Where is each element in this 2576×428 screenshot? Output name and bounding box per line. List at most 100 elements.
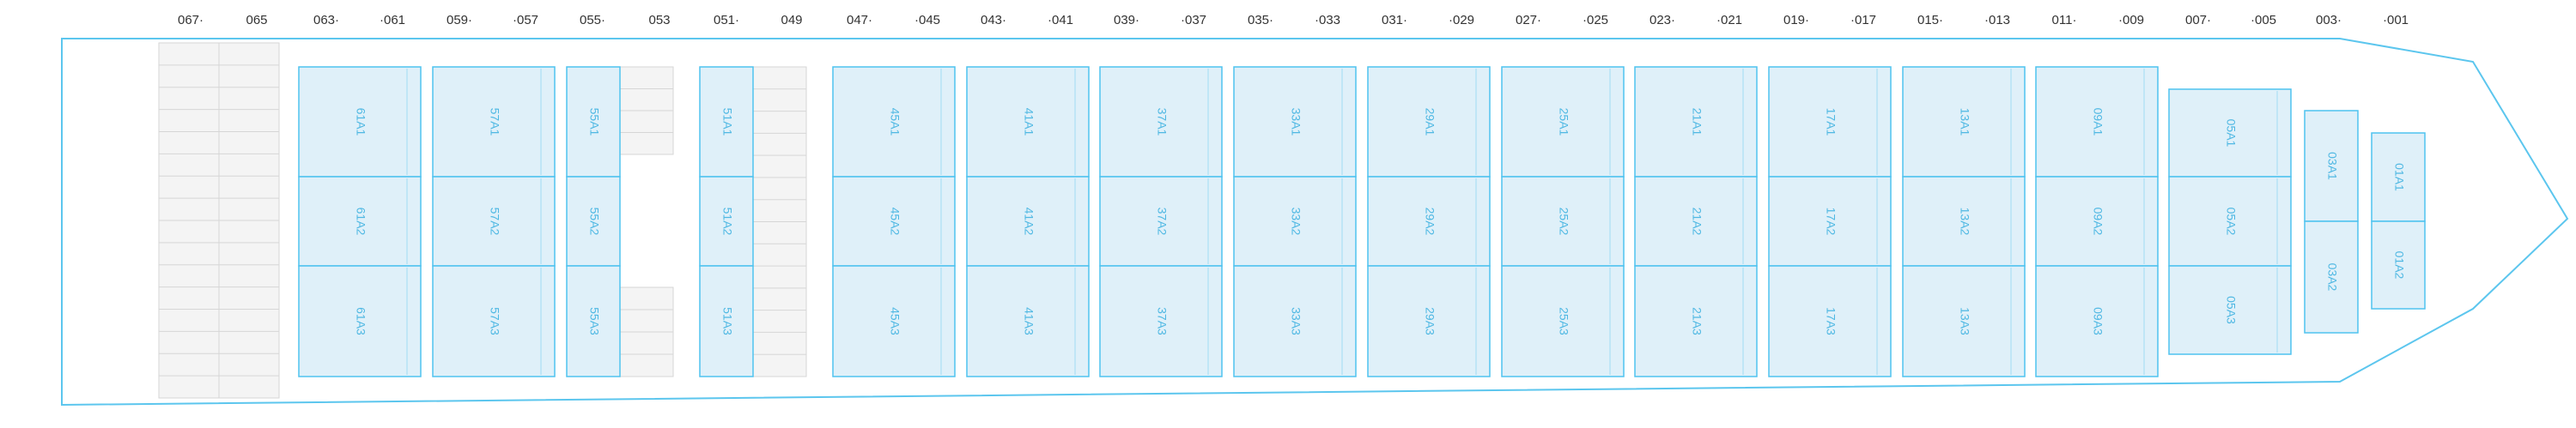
slot-box[interactable] (1768, 66, 1892, 178)
slot-box[interactable] (1367, 66, 1491, 178)
slot-box[interactable] (2035, 265, 2159, 377)
container-slot[interactable]: 17A3 (1768, 265, 1892, 377)
slot-box[interactable] (832, 265, 956, 377)
slot-box[interactable] (832, 176, 956, 267)
container-slot[interactable]: 25A2 (1501, 176, 1625, 267)
container-slot[interactable]: 61A2 (298, 176, 422, 267)
container-slot[interactable]: 37A2 (1099, 176, 1223, 267)
container-slot[interactable]: 21A1 (1634, 66, 1758, 178)
slot-box[interactable] (1501, 176, 1625, 267)
container-slot[interactable]: 03A1 (2304, 110, 2359, 222)
container-slot[interactable]: 33A2 (1233, 176, 1357, 267)
slot-box[interactable] (432, 265, 556, 377)
slot-box[interactable] (1367, 176, 1491, 267)
bay-label: 043· (981, 13, 1006, 27)
slot-box[interactable] (298, 265, 422, 377)
slot-box[interactable] (1768, 265, 1892, 377)
slot-box[interactable] (566, 66, 621, 178)
slot-box[interactable] (966, 265, 1090, 377)
container-slot[interactable]: 17A2 (1768, 176, 1892, 267)
container-slot[interactable]: 33A1 (1233, 66, 1357, 178)
container-slot[interactable]: 05A3 (2168, 265, 2292, 355)
slot-box[interactable] (298, 176, 422, 267)
container-slot[interactable]: 29A1 (1367, 66, 1491, 178)
slot-box[interactable] (432, 66, 556, 178)
slot-box[interactable] (1768, 176, 1892, 267)
slot-box[interactable] (432, 176, 556, 267)
slot-box[interactable] (966, 176, 1090, 267)
slot-box[interactable] (298, 66, 422, 178)
container-slot[interactable]: 57A1 (432, 66, 556, 178)
container-slot[interactable]: 21A3 (1634, 265, 1758, 377)
container-slot[interactable]: 33A3 (1233, 265, 1357, 377)
container-slot[interactable]: 01A1 (2371, 132, 2426, 222)
slot-box[interactable] (1501, 66, 1625, 178)
container-slot[interactable]: 45A3 (832, 265, 956, 377)
slot-box[interactable] (1099, 265, 1223, 377)
container-slot[interactable]: 55A2 (566, 176, 621, 267)
slot-box[interactable] (699, 66, 754, 178)
slot-box[interactable] (2304, 110, 2359, 222)
slot-box[interactable] (1233, 66, 1357, 178)
slot-box[interactable] (566, 176, 621, 267)
slot-label: 03A2 (2325, 263, 2339, 292)
slot-box[interactable] (1099, 66, 1223, 178)
container-slot[interactable]: 13A1 (1902, 66, 2026, 178)
container-slot[interactable]: 25A3 (1501, 265, 1625, 377)
container-slot[interactable]: 37A1 (1099, 66, 1223, 178)
container-slot[interactable]: 55A1 (566, 66, 621, 178)
container-slot[interactable]: 45A2 (832, 176, 956, 267)
container-slot[interactable]: 55A3 (566, 265, 621, 377)
container-slot[interactable]: 37A3 (1099, 265, 1223, 377)
slot-box[interactable] (1902, 265, 2026, 377)
slot-box[interactable] (1099, 176, 1223, 267)
slot-box[interactable] (1902, 176, 2026, 267)
slot-box[interactable] (2035, 66, 2159, 178)
container-slot[interactable]: 61A1 (298, 66, 422, 178)
container-slot[interactable]: 51A2 (699, 176, 754, 267)
slot-box[interactable] (699, 265, 754, 377)
slot-box[interactable] (2371, 132, 2426, 222)
slot-box[interactable] (1501, 265, 1625, 377)
container-slot[interactable]: 51A3 (699, 265, 754, 377)
container-slot[interactable]: 51A1 (699, 66, 754, 178)
slot-box[interactable] (2168, 88, 2292, 178)
slot-box[interactable] (832, 66, 956, 178)
container-slot[interactable]: 29A3 (1367, 265, 1491, 377)
slot-box[interactable] (1367, 265, 1491, 377)
container-slot[interactable]: 09A3 (2035, 265, 2159, 377)
slot-box[interactable] (2304, 220, 2359, 334)
container-slot[interactable]: 09A1 (2035, 66, 2159, 178)
slot-box[interactable] (1634, 66, 1758, 178)
slot-box[interactable] (1902, 66, 2026, 178)
slot-box[interactable] (2168, 265, 2292, 355)
slot-box[interactable] (566, 265, 621, 377)
container-slot[interactable]: 41A3 (966, 265, 1090, 377)
container-slot[interactable]: 17A1 (1768, 66, 1892, 178)
slot-box[interactable] (699, 176, 754, 267)
slot-box[interactable] (1233, 176, 1357, 267)
container-slot[interactable]: 13A3 (1902, 265, 2026, 377)
container-slot[interactable]: 03A2 (2304, 220, 2359, 334)
slot-box[interactable] (2035, 176, 2159, 267)
container-slot[interactable]: 57A3 (432, 265, 556, 377)
container-slot[interactable]: 01A2 (2371, 220, 2426, 310)
slot-label: 55A3 (587, 307, 601, 335)
container-slot[interactable]: 05A2 (2168, 176, 2292, 267)
container-slot[interactable]: 45A1 (832, 66, 956, 178)
container-slot[interactable]: 21A2 (1634, 176, 1758, 267)
container-slot[interactable]: 25A1 (1501, 66, 1625, 178)
slot-box[interactable] (1233, 265, 1357, 377)
bay-label: 027· (1516, 13, 1541, 27)
container-slot[interactable]: 13A2 (1902, 176, 2026, 267)
container-slot[interactable]: 41A1 (966, 66, 1090, 178)
slot-label: 13A1 (1958, 108, 1971, 136)
container-slot[interactable]: 09A2 (2035, 176, 2159, 267)
container-slot[interactable]: 57A2 (432, 176, 556, 267)
slot-box[interactable] (1634, 265, 1758, 377)
container-slot[interactable]: 05A1 (2168, 88, 2292, 178)
slot-box[interactable] (2371, 220, 2426, 310)
container-slot[interactable]: 29A2 (1367, 176, 1491, 267)
container-slot[interactable]: 41A2 (966, 176, 1090, 267)
container-slot[interactable]: 61A3 (298, 265, 422, 377)
